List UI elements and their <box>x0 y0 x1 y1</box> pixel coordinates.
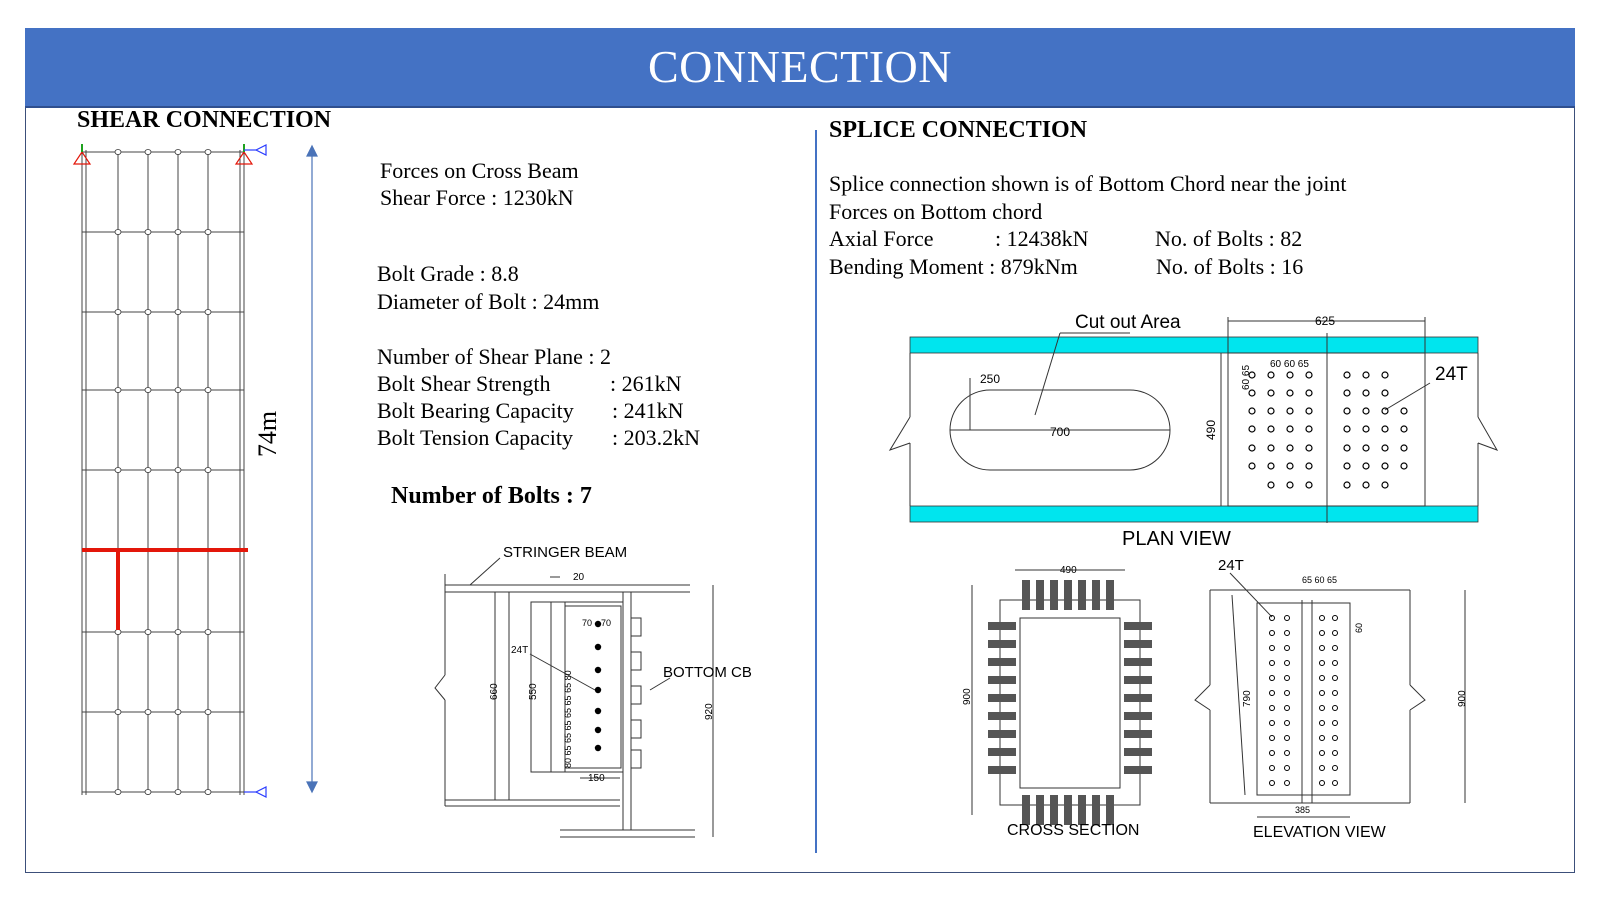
plan-bolt-label: 24T <box>1435 364 1468 385</box>
bottom-cb-label: BOTTOM CB <box>663 664 752 681</box>
svg-text:70: 70 <box>582 618 592 628</box>
slide-title: CONNECTION <box>648 41 952 92</box>
svg-text:385: 385 <box>1295 805 1310 815</box>
splice-cross-section: 490 900 CROSS SECTION <box>962 565 1152 839</box>
svg-text:490: 490 <box>1060 565 1077 576</box>
span-length-label: 74m <box>253 410 283 458</box>
cross-beam-highlight <box>82 548 248 630</box>
cross-section-bolts <box>988 580 1152 825</box>
svg-text:65 60 65: 65 60 65 <box>1302 575 1337 585</box>
svg-text:550: 550 <box>528 683 539 700</box>
title-banner: CONNECTION <box>25 28 1575 108</box>
svg-text:700: 700 <box>1050 425 1070 439</box>
svg-text:790: 790 <box>1242 690 1253 707</box>
forces-cross-beam-title: Forces on Cross Beam <box>380 158 579 183</box>
axial-force-label: Axial Force <box>829 226 934 251</box>
shear-plane-count: Number of Shear Plane : 2 <box>377 344 611 369</box>
cutout-area-label: Cut out Area <box>1075 312 1181 333</box>
elevation-view-label: ELEVATION VIEW <box>1253 824 1387 841</box>
bearing-capacity-label: Bolt Bearing Capacity <box>377 398 574 423</box>
moment-bolt-count: No. of Bolts : 16 <box>1156 254 1304 279</box>
bridge-deck-plan <box>72 144 318 798</box>
svg-text:60: 60 <box>1354 623 1364 633</box>
support-roller-icon <box>244 144 267 798</box>
svg-text:70: 70 <box>601 618 611 628</box>
plan-view-label: PLAN VIEW <box>1122 528 1231 550</box>
number-of-bolts-result: Number of Bolts : 7 <box>391 483 592 509</box>
tension-capacity-label: Bolt Tension Capacity <box>377 425 574 450</box>
shear-connection-heading: SHEAR CONNECTION <box>77 107 332 133</box>
elevation-bolt-label: 24T <box>1218 557 1244 574</box>
support-triangle-icon <box>72 144 254 165</box>
svg-text:490: 490 <box>1204 420 1218 440</box>
svg-text:150: 150 <box>588 773 605 784</box>
svg-text:80 65 65 65 65 65 65 80: 80 65 65 65 65 65 65 80 <box>563 670 573 768</box>
svg-text:900: 900 <box>962 688 973 705</box>
splice-connection-heading: SPLICE CONNECTION <box>829 117 1088 143</box>
section-divider <box>815 130 817 853</box>
splice-plan-view: Cut out Area 625 250 700 490 60 60 65 60… <box>888 312 1499 550</box>
shear-strength-value: : 261kN <box>610 371 682 396</box>
bolt-grade: Bolt Grade : 8.8 <box>377 261 519 286</box>
splice-elevation-view: 24T 65 60 65 60 790 900 385 ELEVATION VI… <box>1194 557 1468 841</box>
axial-force-value: : 12438kN <box>995 226 1089 251</box>
shear-force-value: Shear Force : 1230kN <box>380 185 574 210</box>
length-dimension-arrow <box>306 144 318 794</box>
shear-strength-label: Bolt Shear Strength <box>377 371 551 396</box>
svg-text:60 60 65: 60 60 65 <box>1270 359 1309 370</box>
elevation-bolts <box>1269 615 1338 786</box>
tension-capacity-value: : 203.2kN <box>612 425 700 450</box>
svg-text:625: 625 <box>1315 314 1335 328</box>
shear-connection-detail: STRINGER BEAM BOTTOM CB 24T 20 70 70 150… <box>434 544 752 838</box>
splice-description: Splice connection shown is of Bottom Cho… <box>829 171 1347 196</box>
cross-section-label: CROSS SECTION <box>1007 822 1139 839</box>
svg-text:20: 20 <box>573 572 585 583</box>
bending-moment-value: Bending Moment : 879kNm <box>829 254 1078 279</box>
detail-bolt-label: 24T <box>511 645 528 656</box>
svg-text:250: 250 <box>980 372 1000 386</box>
bearing-capacity-value: : 241kN <box>612 398 684 423</box>
svg-text:60 65: 60 65 <box>1241 365 1252 390</box>
svg-text:900: 900 <box>1457 690 1468 707</box>
bolt-diameter: Diameter of Bolt : 24mm <box>377 289 600 314</box>
bottom-chord-forces-title: Forces on Bottom chord <box>829 199 1043 224</box>
stringer-beam-label: STRINGER BEAM <box>503 544 627 561</box>
axial-bolt-count: No. of Bolts : 82 <box>1155 226 1303 251</box>
svg-text:660: 660 <box>489 683 500 700</box>
plan-bolt-group <box>1248 371 1408 489</box>
svg-text:920: 920 <box>704 703 715 720</box>
